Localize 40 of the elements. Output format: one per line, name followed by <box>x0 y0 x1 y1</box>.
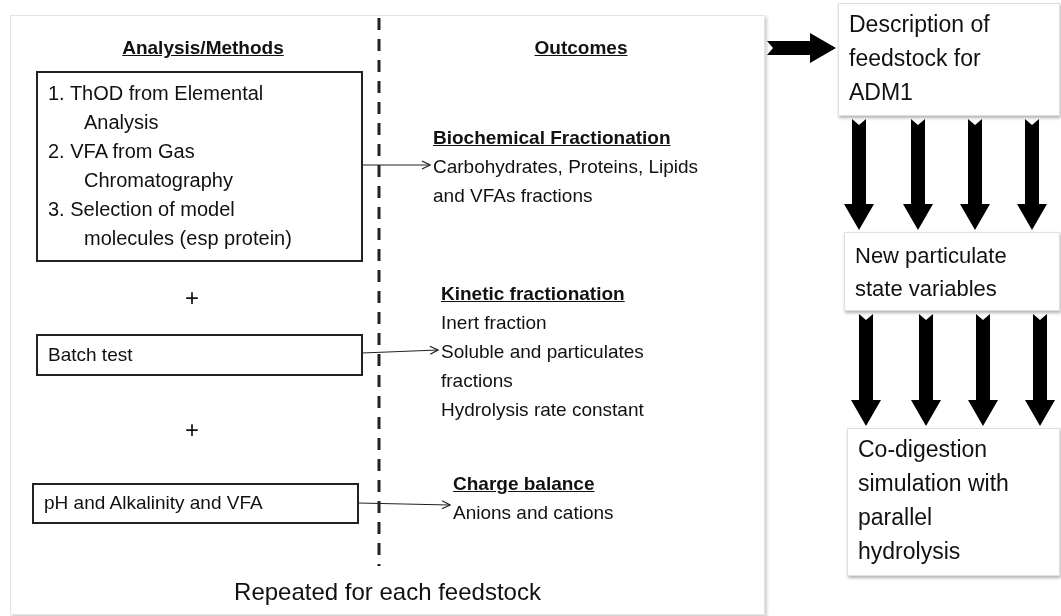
box-text: pH and Alkalinity and VFA <box>44 491 263 516</box>
block-arrow <box>767 33 836 63</box>
outcome-item: Soluble and particulates fractions <box>441 340 645 393</box>
list-item: 1. ThOD from Elemental Analysis <box>48 81 265 135</box>
box-text: Description of feedstock for ADM1 <box>849 10 991 107</box>
outcome-item: Anions and cations <box>453 501 614 525</box>
outcome-heading: Biochemical Fractionation <box>433 126 671 150</box>
column-heading: Analysis/Methods <box>121 36 285 60</box>
box-text: Co-digestion simulation with parallel hydrolysis <box>858 435 1010 566</box>
box-text: New particulate state variables <box>855 242 1008 303</box>
block-arrow <box>960 119 990 230</box>
method-box <box>32 483 359 524</box>
plus-sign: + <box>184 283 200 313</box>
step-box <box>838 3 1060 116</box>
list-item: 3. Selection of model molecules (esp protein) <box>48 197 293 251</box>
block-arrow <box>851 314 881 426</box>
block-arrow <box>903 119 933 230</box>
outcome-heading: Charge balance <box>453 472 595 496</box>
panel <box>10 15 765 615</box>
outcome-item: Hydrolysis rate constant <box>441 398 644 422</box>
arrow <box>361 345 439 355</box>
block-arrow <box>844 119 874 230</box>
column-heading: Outcomes <box>533 36 629 60</box>
list-item: 2. VFA from Gas Chromatography <box>48 139 234 193</box>
panel-caption: Repeated for each feedstock <box>233 577 542 607</box>
block-arrow <box>968 314 998 426</box>
arrow <box>361 160 431 170</box>
plus-sign: + <box>184 415 200 445</box>
method-box <box>36 334 363 376</box>
block-arrow <box>1017 119 1047 230</box>
method-box <box>36 71 363 262</box>
outcome-item: Inert fraction <box>441 311 547 335</box>
block-arrow <box>911 314 941 426</box>
outcome-item: Carbohydrates, Proteins, Lipids and VFAs fractions <box>433 155 700 208</box>
step-box <box>844 232 1060 311</box>
block-arrow <box>1025 314 1055 426</box>
step-box <box>847 428 1060 576</box>
arrow <box>357 500 451 510</box>
box-text: Batch test <box>48 342 133 367</box>
outcome-heading: Kinetic fractionation <box>441 282 625 306</box>
